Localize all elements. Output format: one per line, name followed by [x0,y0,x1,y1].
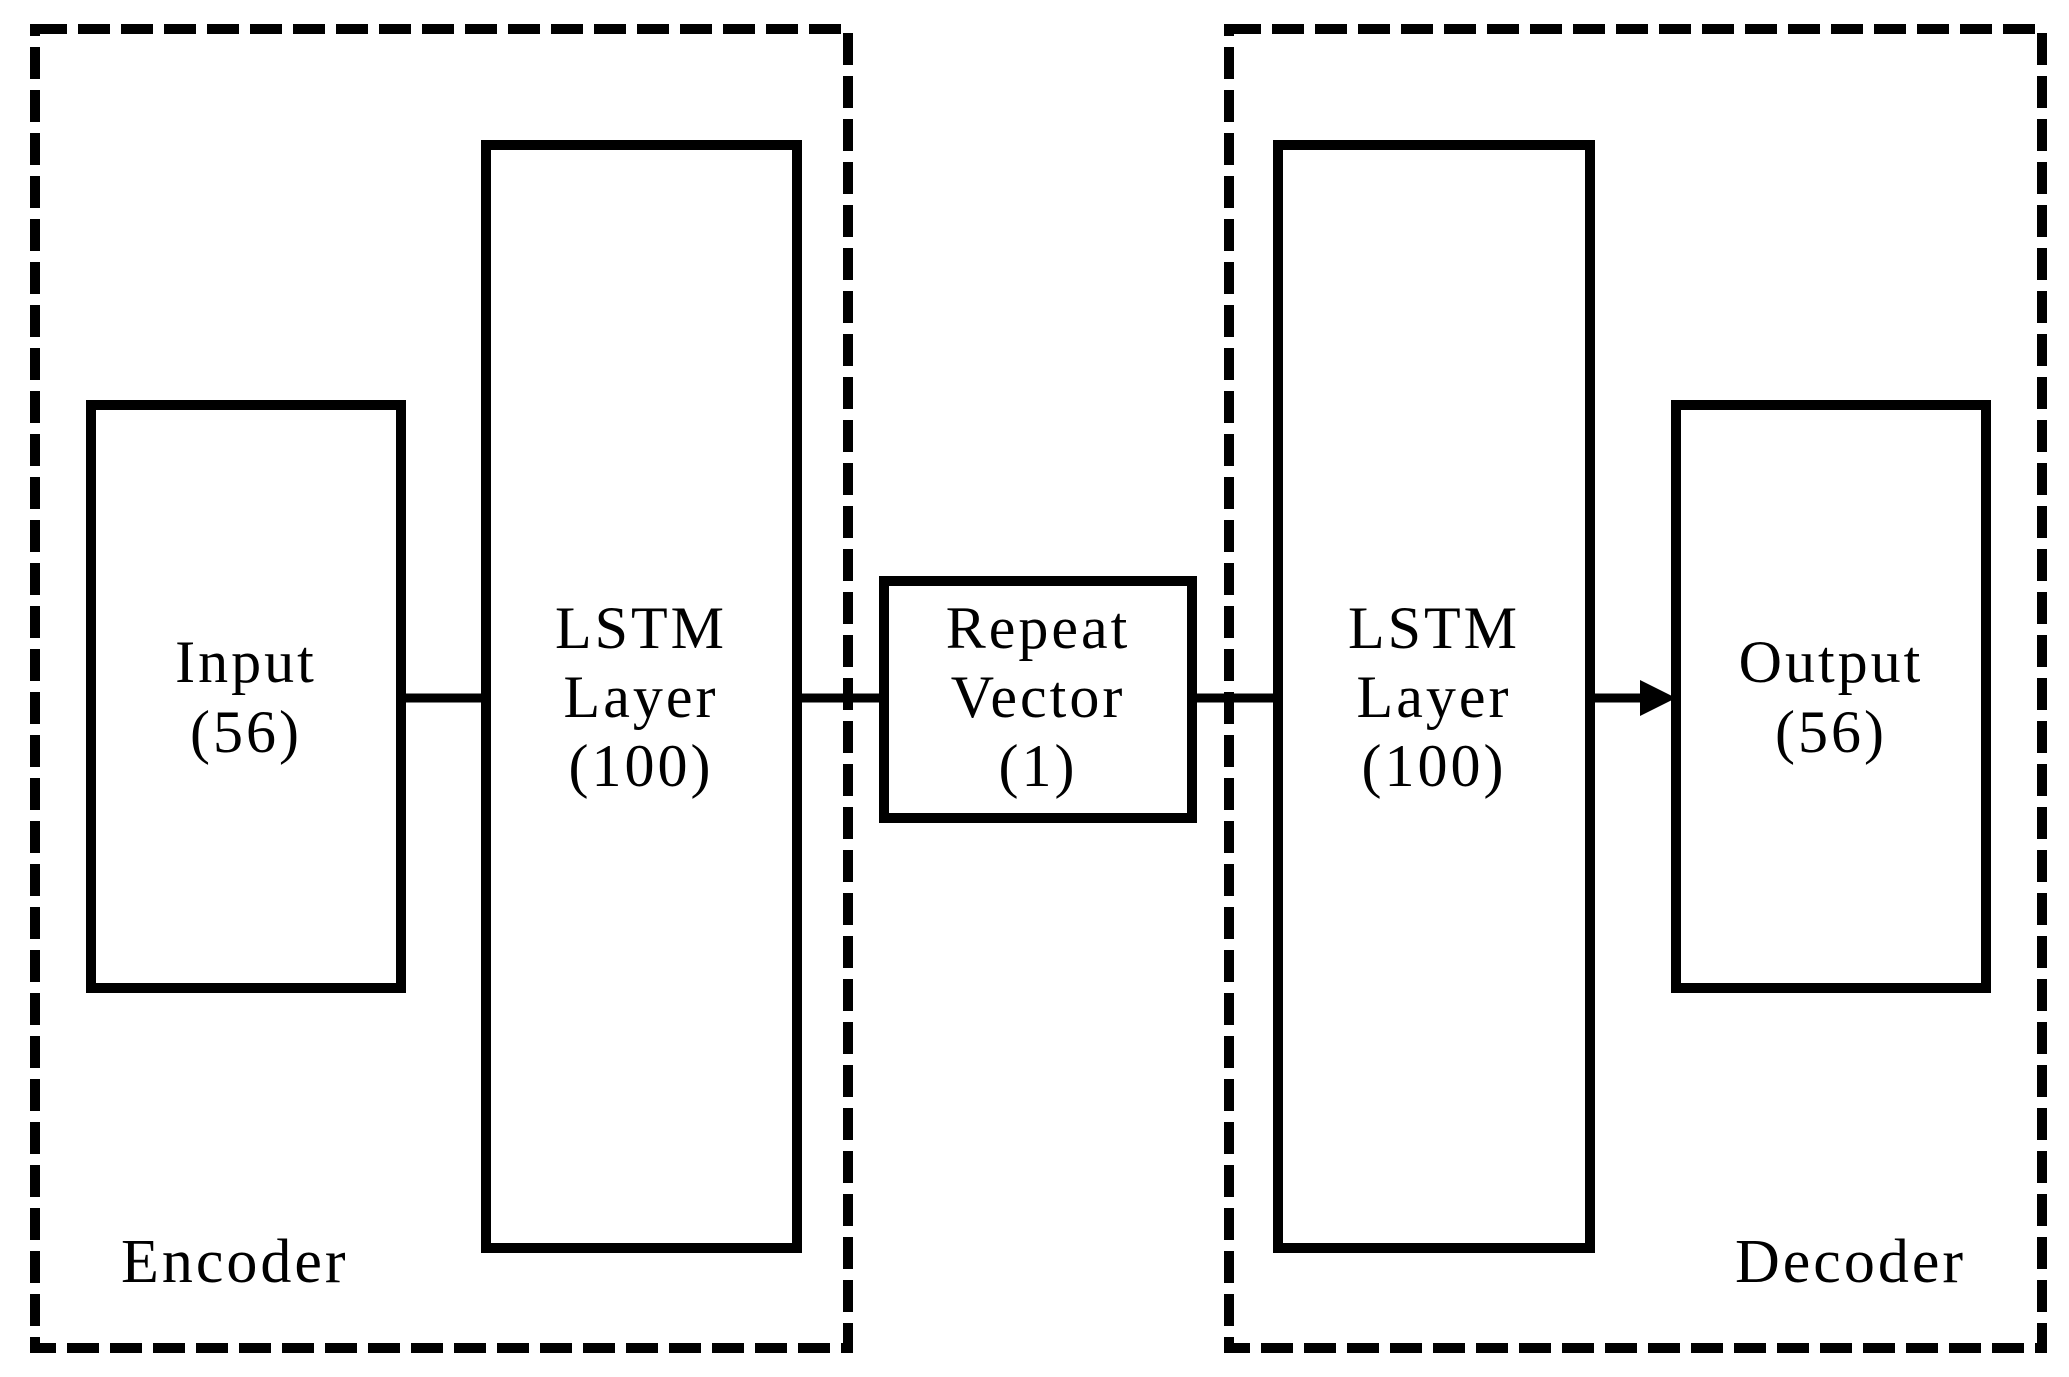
output-box-label-line2: (56) [1775,699,1887,765]
arrowhead-icon [1640,680,1676,716]
decoder-dashed-boundary [1224,24,2047,1353]
encoder-region-label: Encoder [121,1228,349,1296]
encoder-dashed-boundary [30,24,853,1353]
input-box-label-line2: (56) [190,699,302,765]
repeat-vector-label-line3: (1) [999,733,1078,799]
encoder-lstm-layer-box [481,140,802,1253]
repeat-vector-box [879,576,1197,823]
decoder-lstm-label-line3: (100) [1362,733,1507,799]
output-box [1671,400,1991,993]
decoder-lstm-label-line1: LSTM [1348,595,1520,661]
decoder-region-label: Decoder [1735,1228,1966,1296]
encoder-lstm-label-line3: (100) [569,733,714,799]
repeat-vector-label-line1: Repeat [946,595,1131,661]
output-box-label-line1: Output [1739,629,1924,695]
encoder-lstm-label-line1: LSTM [555,595,727,661]
decoder-lstm-layer-box [1273,140,1595,1253]
input-box-label-line1: Input [175,629,317,695]
input-box [86,400,406,993]
encoder-lstm-label-line2: Layer [564,664,719,730]
repeat-vector-label-line2: Vector [951,664,1126,730]
decoder-lstm-label-line2: Layer [1357,664,1512,730]
